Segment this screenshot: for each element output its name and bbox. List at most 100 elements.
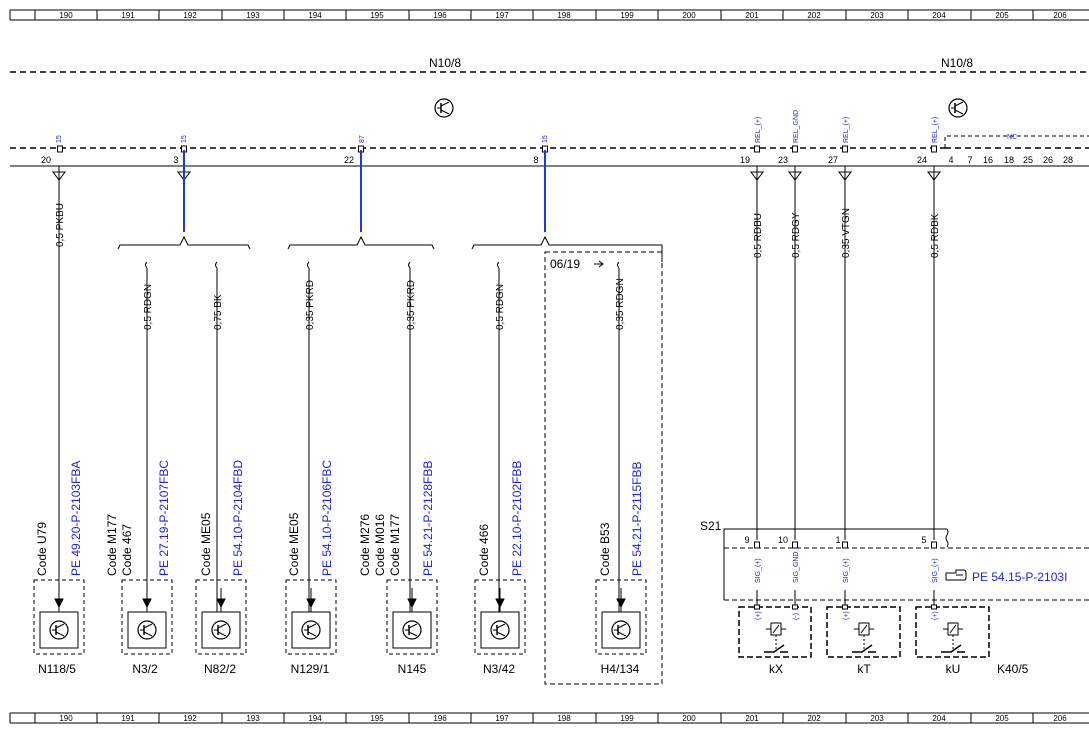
svg-text:87: 87 — [359, 135, 366, 143]
component-reference: PE 54.10-P-2106FBC — [320, 460, 334, 576]
transistor-icon — [434, 98, 454, 118]
svg-text:0,5 PKBU: 0,5 PKBU — [55, 203, 66, 247]
component-name: N82/2 — [204, 662, 236, 676]
nc-pin: 18 — [1004, 155, 1014, 165]
ruler-label: 199 — [620, 11, 634, 20]
ruler-label: 194 — [308, 11, 322, 20]
svg-text:REL_GND: REL_GND — [793, 110, 800, 143]
component-name: N3/42 — [483, 662, 515, 676]
ruler-label: 198 — [557, 11, 571, 20]
svg-text:SIG_(+): SIG_(+) — [843, 558, 850, 583]
svg-text:S21: S21 — [700, 519, 722, 533]
nc-pin: 25 — [1023, 155, 1033, 165]
ruler-label: 195 — [370, 11, 384, 20]
transistor-icon — [301, 620, 321, 640]
branch-wire: 0,5 RDGN — [495, 261, 506, 612]
svg-text:0,5 RDGY: 0,5 RDGY — [791, 212, 802, 258]
ruler-label: 200 — [682, 11, 696, 20]
nc-pin: 28 — [1063, 155, 1073, 165]
svg-text:0,35 PKRD: 0,35 PKRD — [305, 280, 316, 330]
component-reference: PE 27.19-P-2107FBC — [157, 460, 171, 576]
pin-20: 15 20 0,5 PKBU — [41, 135, 66, 612]
ruler-label: 200 — [682, 714, 696, 723]
svg-text:0,5 RDGN: 0,5 RDGN — [143, 284, 154, 330]
svg-text:15: 15 — [181, 135, 188, 143]
component-name: H4/134 — [601, 662, 640, 676]
ruler-label: 199 — [620, 714, 634, 723]
svg-text:0,35 VTGN: 0,35 VTGN — [841, 208, 852, 258]
svg-text:0,5 RDBU: 0,5 RDBU — [753, 213, 764, 258]
component-reference: PE 22.10-P-2102FBB — [510, 461, 524, 576]
svg-text:(+): (+) — [755, 611, 762, 620]
ruler-label: 192 — [183, 11, 197, 20]
pin-3: 15 3 — [173, 135, 191, 232]
svg-text:5: 5 — [921, 535, 926, 545]
ruler-label: 195 — [370, 714, 384, 723]
component-code: Code 467 — [120, 524, 134, 576]
nc-label: NC — [1007, 134, 1017, 141]
ruler-label: 190 — [59, 11, 73, 20]
relay-contact-icon — [764, 644, 788, 653]
date-note: 06/19 — [550, 257, 580, 271]
switch-s21: S21 PE 54.15-P-2103I — [700, 519, 1089, 601]
nc-pin: 4 — [948, 155, 953, 165]
pin-22: 87 22 — [344, 135, 366, 232]
ruler-label: 203 — [870, 714, 884, 723]
svg-text:REL_(+): REL_(+) — [843, 117, 850, 143]
branch-wire: 0,35 PKRD — [406, 261, 417, 612]
transistor-icon — [611, 620, 631, 640]
svg-text:REL_(+): REL_(+) — [932, 117, 939, 143]
svg-text:kU: kU — [946, 662, 961, 676]
component-7: H4/134 Code B53 PE 54.21-P-2115FBB — [595, 461, 647, 676]
component-name: N3/2 — [132, 662, 158, 676]
component-reference: PE 54.21-P-2115FBB — [630, 461, 644, 576]
component-code: Code M177 — [388, 514, 402, 576]
ruler-label: 196 — [433, 11, 447, 20]
ruler-label: 198 — [557, 714, 571, 723]
ruler-label: 197 — [495, 11, 509, 20]
svg-text:SIG_GND: SIG_GND — [793, 551, 800, 583]
transistor-icon — [948, 98, 968, 118]
component-name: N118/5 — [38, 662, 76, 676]
ruler-label: 202 — [807, 11, 821, 20]
component-reference: PE 49.20-P-2103FBA — [69, 461, 83, 576]
ruler-label: 191 — [121, 11, 135, 20]
transistor-icon — [211, 620, 231, 640]
branch-wire: 0,5 RDGN — [143, 261, 154, 612]
component-code: Code B53 — [598, 522, 612, 576]
module-label-right: N10/8 — [941, 56, 973, 70]
relay-contact-icon — [852, 644, 876, 653]
svg-text:0,35 PKRD: 0,35 PKRD — [406, 280, 417, 330]
svg-text:8: 8 — [533, 155, 538, 165]
relay-group: (+)(-)kX(+)kT(+)kU — [738, 604, 990, 676]
svg-text:19: 19 — [740, 155, 750, 165]
nc-pin: 7 — [967, 155, 972, 165]
relay-kX: (+)(-)kX — [738, 604, 812, 676]
svg-text:1: 1 — [835, 535, 840, 545]
transistor-icon — [490, 620, 510, 640]
nc-pin: 26 — [1043, 155, 1053, 165]
branch-wire: 0,35 PKRD — [305, 261, 316, 612]
svg-text:24: 24 — [917, 155, 927, 165]
svg-text:SIG_(+): SIG_(+) — [755, 558, 762, 583]
transistor-icon — [137, 620, 157, 640]
arrow-right-icon — [594, 260, 604, 268]
ruler-label: 192 — [183, 714, 197, 723]
relay-kU: (+) kU — [915, 604, 990, 676]
ruler-label: 194 — [308, 714, 322, 723]
component-name: N129/1 — [291, 662, 330, 676]
ruler-label: 201 — [745, 714, 759, 723]
s21-reference: PE 54.15-P-2103I — [972, 570, 1067, 584]
svg-text:22: 22 — [344, 155, 354, 165]
svg-text:20: 20 — [41, 155, 51, 165]
svg-text:(+): (+) — [932, 611, 939, 620]
relay-contact-icon — [941, 644, 965, 653]
